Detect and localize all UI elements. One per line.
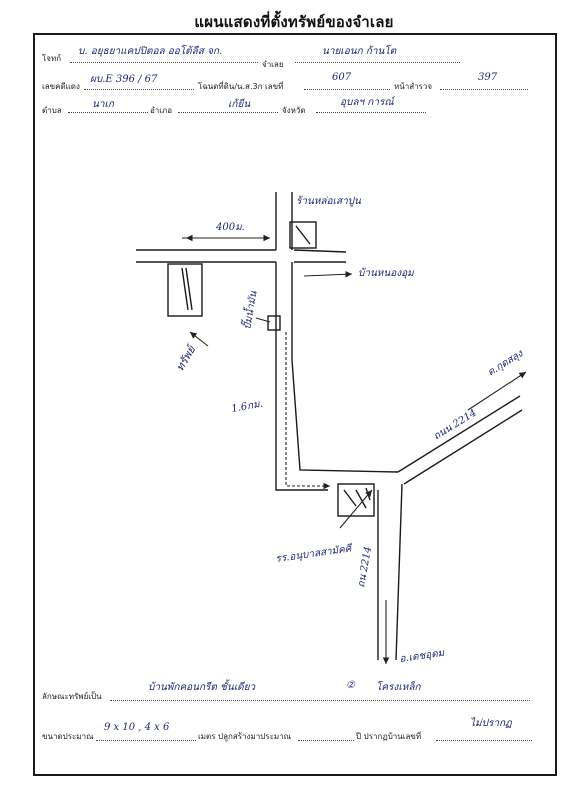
property-line: [110, 700, 530, 701]
tower-box: [267, 315, 281, 331]
shop-top-label: ร้านหล่อเสาปูน: [296, 195, 362, 207]
distance-mid-label: 1.6กม.: [231, 399, 264, 415]
defendant-label: จำเลย: [262, 60, 284, 69]
defendant-value: นายเอนก ก้านโต: [322, 46, 397, 57]
document-frame: [33, 33, 557, 776]
distance-top-label: 400ม.: [215, 222, 245, 233]
to-village-arrow: [303, 270, 353, 278]
property-house: [167, 263, 203, 317]
defendant-line: [295, 62, 460, 63]
main-road-left-edge: [275, 192, 328, 491]
plaintiff-line: [70, 62, 258, 63]
subdistrict-line: [68, 112, 148, 113]
province-line: [316, 112, 426, 113]
side-road-right-top: [293, 249, 347, 253]
year-label: ปี ปรากฏบ้านเลขที่: [356, 732, 422, 741]
main-road-right-edge: [291, 192, 399, 473]
to-south-label: อ.เดชอุดม: [399, 648, 446, 665]
shop-box: [289, 221, 317, 249]
to-north-arrow: [467, 371, 527, 411]
size-value: 9 x 10 , 4 x 6: [104, 722, 170, 733]
province-label: จังหวัด: [282, 106, 306, 115]
page-title: แผนแสดงที่ตั้งทรัพย์ของจำเลย: [194, 13, 394, 31]
subdistrict-value: นาเก: [92, 99, 114, 110]
case-value: ผบ.E 396 / 67: [90, 74, 158, 85]
property-num-2: ②: [346, 680, 355, 691]
shop-hatch: [295, 225, 311, 245]
district-label: อำเภอ: [150, 106, 173, 115]
property-value-2: โครงเหล็ก: [376, 682, 421, 693]
tower-label: ปั๊มน้ำมัน: [239, 289, 260, 331]
house-label: ทรัพย์: [173, 341, 199, 373]
size-label: ขนาดประมาณ: [42, 732, 94, 741]
subdistrict-label: ตำบล: [42, 106, 62, 115]
case-label: เลขคดีแดง: [42, 82, 80, 91]
district-value: เก้ยีน: [228, 99, 251, 110]
to-north-label: ต.กุดสลุง: [486, 348, 526, 379]
survey-line: [440, 89, 528, 90]
school-box: [337, 483, 375, 517]
school-label: รร.อนุบาลสามัคคี: [275, 542, 354, 565]
district-line: [178, 112, 278, 113]
plaintiff-label: โจทก์: [42, 54, 62, 63]
road-south-label: ถน 2214: [356, 546, 374, 589]
province-value: อุบลฯ การณ์: [340, 97, 394, 108]
size-unit-label: เมตร ปลูกสร้างมาประมาณ: [198, 732, 292, 741]
deed-label: โฉนดที่ดิน/น.ส.3ก เลขที่: [198, 82, 284, 91]
house-hatch: [181, 267, 193, 311]
house-no-line: [436, 740, 532, 741]
distance-mid-arrow: [285, 332, 330, 490]
highway-s-right: [395, 483, 403, 661]
year-line: [298, 740, 354, 741]
plaintiff-value: บ. อยุธยาแคปปิตอล ออโต้ลีส จก.: [78, 46, 223, 57]
school-pointer: [339, 489, 373, 529]
case-line: [84, 89, 194, 90]
deed-line: [304, 89, 390, 90]
survey-value: 397: [478, 72, 498, 83]
highway-ne-lower: [403, 409, 523, 485]
to-village-label: บ้านหนองอุม: [358, 267, 415, 279]
property-label: ลักษณะทรัพย์เป็น: [42, 692, 102, 701]
tower-pointer: [255, 317, 271, 323]
survey-label: หน้าสำรวจ: [394, 82, 433, 91]
highway-label: ถนน 2214: [432, 408, 479, 443]
property-value-1: บ้านพักคอนกรีต ชั้นเดียว: [148, 682, 256, 693]
size-line: [96, 740, 196, 741]
school-hatch: [343, 487, 371, 509]
house-pointer: [189, 331, 209, 347]
deed-value: 607: [332, 72, 352, 83]
highway-ne-upper: [397, 395, 521, 473]
house-no-value: ไม่ปรากฏ: [470, 718, 512, 729]
